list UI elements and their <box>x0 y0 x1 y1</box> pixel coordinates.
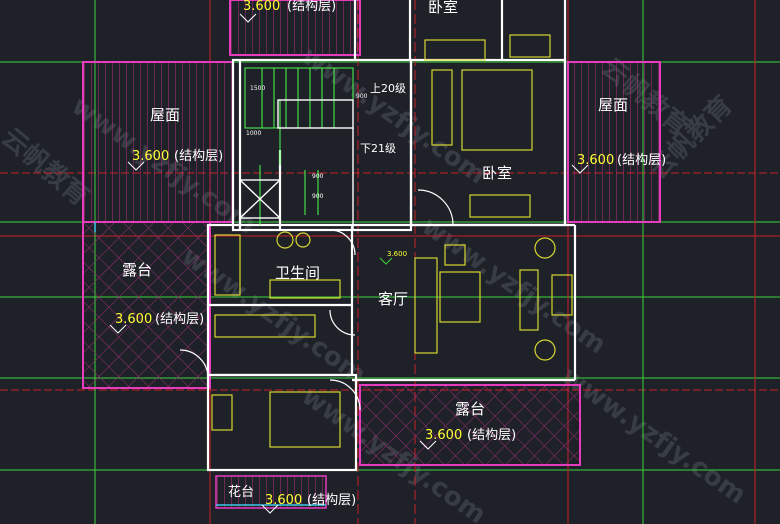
level-value-small: 3.600 <box>387 250 407 258</box>
room-label-terrace-bottom: 露台 <box>455 400 485 418</box>
coffee-table <box>439 271 481 323</box>
sofa <box>414 257 438 354</box>
bathtub <box>214 234 241 296</box>
dimension-label: 900 <box>356 93 368 100</box>
dimensions: 1500 900 1000 900 900 <box>246 85 368 200</box>
level-value: 3.600 <box>132 149 169 164</box>
dimension-label: 900 <box>312 173 324 180</box>
room-label-bedroom-top: 卧室 <box>428 0 458 16</box>
sink-top <box>509 34 551 58</box>
armchair <box>444 244 466 266</box>
dimension-label: 1000 <box>246 130 261 137</box>
level-value: 3.600 <box>577 153 614 168</box>
toilet-2 <box>295 232 311 248</box>
stair-railing <box>239 99 354 230</box>
room-label-living-room: 客厅 <box>378 290 408 308</box>
fireplace <box>551 274 573 316</box>
room-label-flower-bed: 花台 <box>228 484 254 500</box>
level-note: (结构层) <box>467 428 516 443</box>
dimension-label: 900 <box>312 193 324 200</box>
room-label-roof-left: 屋面 <box>150 106 180 124</box>
walls <box>206 0 577 472</box>
level-note: (结构层) <box>617 153 666 168</box>
top-terrace-area <box>229 0 361 56</box>
level-value: 3.600 <box>115 312 152 327</box>
level-note: (结构层) <box>174 149 223 164</box>
toilet <box>276 231 294 249</box>
wardrobe-right <box>431 69 453 146</box>
dimension-label: 1500 <box>250 85 265 92</box>
terrace-bottom-area <box>359 384 581 466</box>
stair-down-label: 下21级 <box>360 142 396 155</box>
roof-right-area <box>567 61 661 223</box>
roof-left-area <box>82 61 234 223</box>
room-label-bedroom-right: 卧室 <box>482 164 512 182</box>
bed-bottom <box>269 391 341 448</box>
stair-up-label: 上20级 <box>370 82 406 95</box>
level-note: (结构层) <box>287 0 336 14</box>
window-marks <box>94 222 326 506</box>
level-note: (结构层) <box>155 312 204 327</box>
room-label-terrace-left: 露台 <box>122 261 152 279</box>
room-label-bathroom: 卫生间 <box>275 264 320 282</box>
stair-labels: 上20级 下21级 <box>360 82 406 155</box>
plant-icon <box>534 237 556 259</box>
bed-top <box>424 39 486 61</box>
watermark-brand: 云帆教育 <box>0 122 95 213</box>
tv-cabinet <box>519 269 539 331</box>
watermark-text: www.yzfjy.com <box>416 211 611 360</box>
watermark-text: www.yzfjy.com <box>556 361 751 510</box>
level-markers: 3.600 (结构层) 3.600 (结构层) 3.600 (结构层) 3.60… <box>109 0 666 514</box>
level-value: 3.600 <box>265 493 302 508</box>
level-value: 3.600 <box>243 0 280 14</box>
level-value: 3.600 <box>425 428 462 443</box>
wardrobe-bottom <box>214 314 316 338</box>
level-note: (结构层) <box>307 493 356 508</box>
hatch-areas <box>82 0 661 509</box>
terrace-left-area <box>82 221 211 389</box>
vanity <box>269 279 341 299</box>
bed-right <box>461 69 533 151</box>
desk-right <box>469 194 531 218</box>
plant-icon <box>534 339 556 361</box>
doors <box>179 189 454 411</box>
desk-bottom <box>211 394 233 431</box>
flower-bed-area <box>215 475 327 509</box>
room-label-roof-right: 屋面 <box>598 96 628 114</box>
furniture <box>211 34 573 448</box>
room-labels: 卧室 卧室 屋面 屋面 露台 露台 卫生间 客厅 花台 <box>122 0 628 500</box>
